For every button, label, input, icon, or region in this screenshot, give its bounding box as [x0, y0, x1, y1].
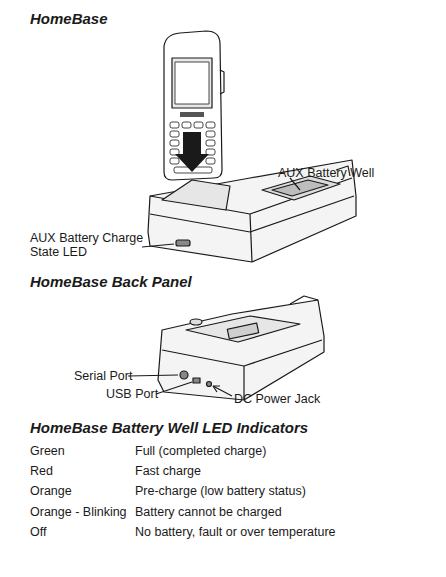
table-cell: Red — [30, 464, 53, 478]
section-heading: HomeBase — [30, 10, 108, 27]
part-label: DC Power Jack — [234, 392, 320, 406]
arrow-head — [213, 386, 220, 392]
part-label: AUX Battery Well — [278, 166, 374, 180]
part-label: AUX Battery Charge State LED — [30, 231, 144, 260]
leader-line — [142, 244, 174, 247]
leader-line — [213, 386, 232, 396]
table-cell: Fast charge — [135, 464, 201, 478]
leader-line — [128, 375, 178, 376]
section-heading: HomeBase Back Panel — [30, 273, 192, 290]
table-cell: Orange - Blinking — [30, 505, 127, 519]
part-label: USB Port — [106, 387, 158, 401]
part-label: Serial Port — [74, 369, 132, 383]
leader-line — [156, 382, 192, 394]
table-cell: Pre-charge (low battery status) — [135, 484, 306, 498]
table-cell: Battery cannot be charged — [135, 505, 282, 519]
back-panel-drawing — [158, 296, 324, 400]
table-cell: Orange — [30, 484, 72, 498]
section-heading: HomeBase Battery Well LED Indicators — [30, 419, 308, 436]
device-drawing — [164, 31, 224, 180]
table-cell: Off — [30, 525, 46, 539]
table-cell: No battery, fault or over temperature — [135, 525, 336, 539]
table-cell: Green — [30, 444, 65, 458]
table-cell: Full (completed charge) — [135, 444, 266, 458]
